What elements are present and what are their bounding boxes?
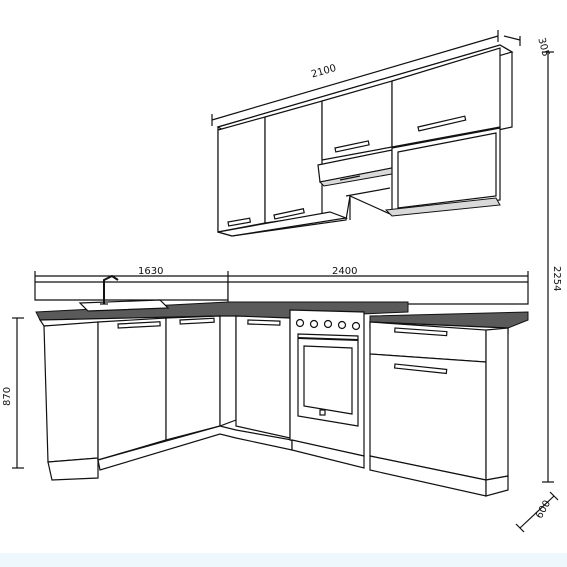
upper-door-1 — [217, 116, 266, 233]
base-side-left — [43, 321, 99, 463]
base-door-2 — [165, 315, 221, 441]
upper-handle-3 — [334, 140, 370, 153]
upper-handle-2 — [273, 208, 305, 220]
base-door-3 — [235, 315, 291, 439]
dim-total-height: 2254 — [551, 266, 562, 291]
dimension-lines — [12, 30, 559, 533]
knob-5 — [351, 321, 361, 331]
sink — [78, 299, 170, 312]
upper-door-3 — [321, 80, 393, 161]
base-handle-5 — [393, 363, 448, 375]
upper-handle-1 — [227, 217, 252, 227]
dim-upper-depth: 305 — [535, 37, 551, 58]
upper-cabinets — [216, 44, 514, 237]
upper-door-4 — [391, 47, 501, 148]
dim-base-height: 870 — [2, 387, 13, 406]
knob-2 — [309, 319, 319, 329]
dim-left-run: 1630 — [138, 266, 163, 277]
dim-base-depth: 600 — [534, 499, 553, 521]
base-handle-2 — [179, 317, 215, 325]
knob-3 — [323, 319, 333, 329]
base-door-1 — [97, 317, 167, 461]
base-side-right — [485, 327, 509, 481]
faucet — [103, 274, 119, 304]
knob-1 — [295, 318, 305, 328]
upper-handle-4 — [417, 115, 467, 132]
dim-right-run: 2400 — [332, 266, 357, 277]
upper-door-2 — [264, 100, 323, 224]
base-handle-3 — [247, 319, 281, 326]
knob-4 — [337, 320, 347, 330]
base-handle-4 — [394, 327, 448, 337]
dim-upper-width: 2100 — [310, 63, 337, 81]
footer-strip — [0, 553, 567, 567]
base-handle-1 — [117, 321, 161, 329]
oven-handle — [297, 337, 359, 341]
base-cabinets — [43, 309, 509, 497]
